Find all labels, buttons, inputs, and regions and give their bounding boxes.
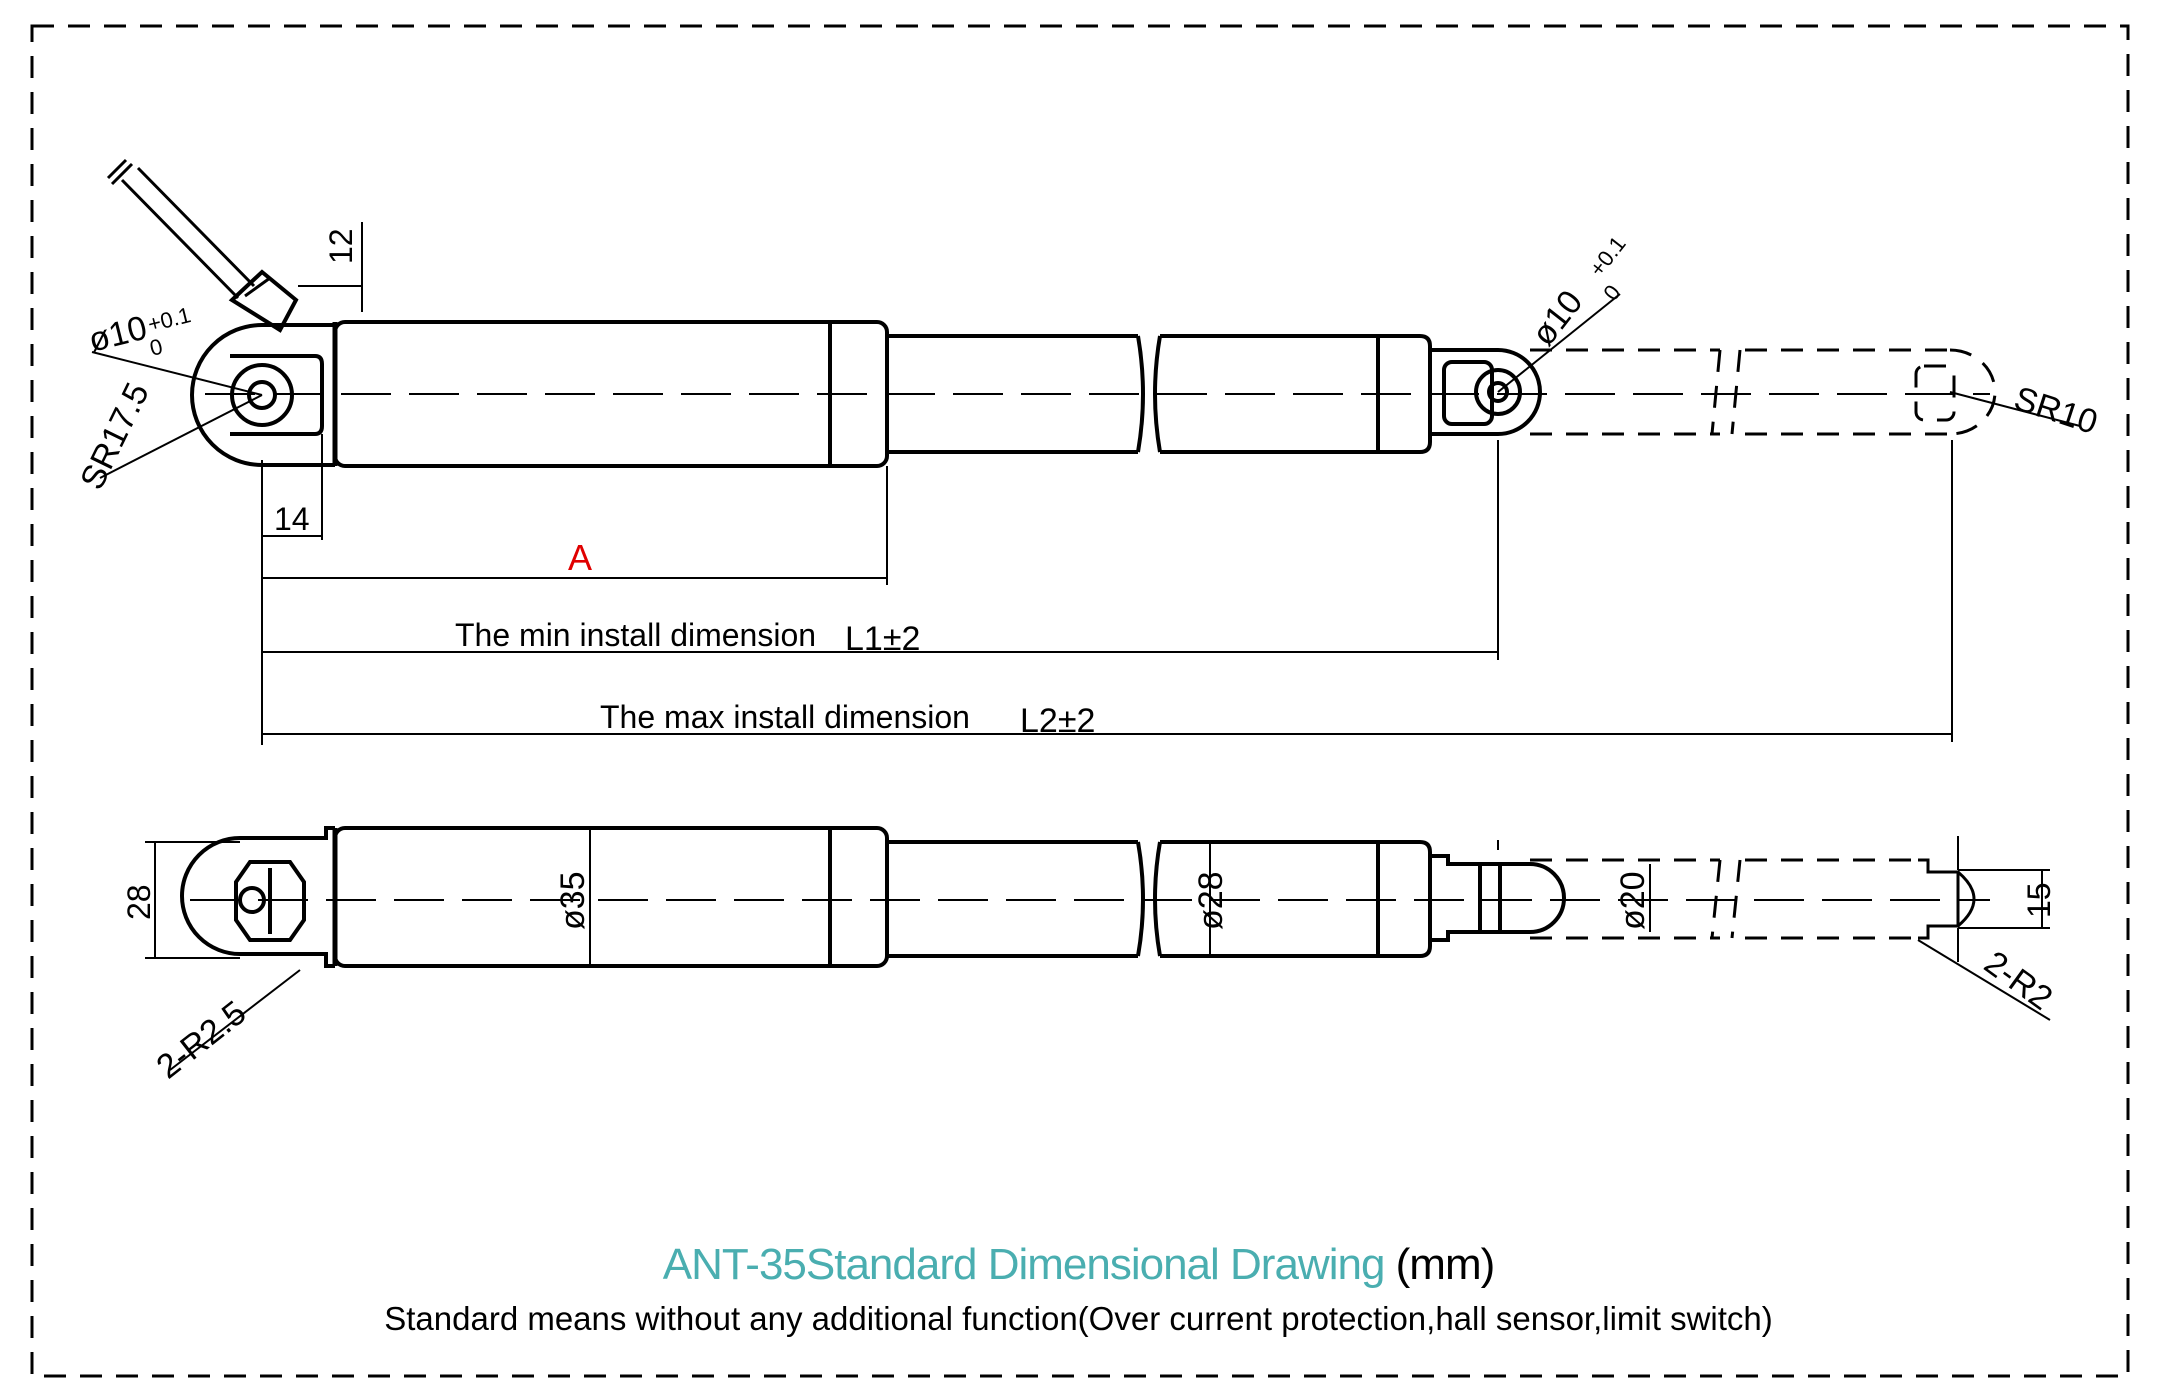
- front-rod-end: [1430, 348, 1542, 436]
- front-hole-tol-lower: 0: [1598, 280, 1625, 305]
- tip-diameter-label: ø20: [1614, 871, 1652, 930]
- rear-width-label: 28: [121, 884, 157, 920]
- front-fillet-label: 2-R2: [1977, 944, 2059, 1018]
- front-hole-tol-upper: +0.1: [1584, 231, 1630, 281]
- front-radius-label: SR10: [2010, 379, 2103, 441]
- rear-hole-tol-upper: +0.1: [145, 302, 193, 337]
- rear-fillet-label: 2-R2.5: [150, 994, 254, 1087]
- cable-offset-label: 12: [323, 228, 359, 264]
- drawing-subtitle: Standard means without any additional fu…: [384, 1300, 1773, 1337]
- front-view: [180, 826, 1990, 968]
- body-diameter-label: ø35: [554, 871, 592, 930]
- max-install-text: The max install dimension: [600, 699, 970, 735]
- drawing-title: ANT-35Standard Dimensional Drawing (mm): [0, 1240, 2157, 1290]
- max-install-value: L2±2: [1020, 702, 1095, 740]
- unit-label: (mm): [1395, 1240, 1496, 1289]
- min-install-value: L1±2: [845, 620, 920, 658]
- motor-body-side: [333, 826, 889, 968]
- rod-tip-side: [1430, 854, 1566, 942]
- rod-diameter-label: ø28: [1192, 871, 1230, 930]
- top-view: [106, 158, 1997, 468]
- top-dimensions: [91, 222, 2081, 745]
- dim-a-label: A: [568, 537, 592, 578]
- min-install-text: The min install dimension: [455, 617, 816, 653]
- rear-offset-label: 14: [274, 501, 310, 537]
- front-hole-label: ø10: [1524, 283, 1590, 353]
- title-text: Standard Dimensional Drawing: [805, 1240, 1386, 1289]
- cable: [106, 158, 299, 333]
- front-dimensions: [145, 828, 2051, 1071]
- tip-flat-label: 15: [2021, 882, 2057, 918]
- rear-radius-label: SR17.5: [73, 377, 157, 496]
- model-name: ANT-35: [662, 1240, 807, 1289]
- rear-hole-label: ø10: [85, 309, 151, 360]
- drawing-border: [30, 24, 2130, 1378]
- rear-clevis-side: [180, 826, 335, 968]
- rear-hole-tol-lower: 0: [147, 334, 165, 361]
- extended-rod: [1530, 348, 1997, 436]
